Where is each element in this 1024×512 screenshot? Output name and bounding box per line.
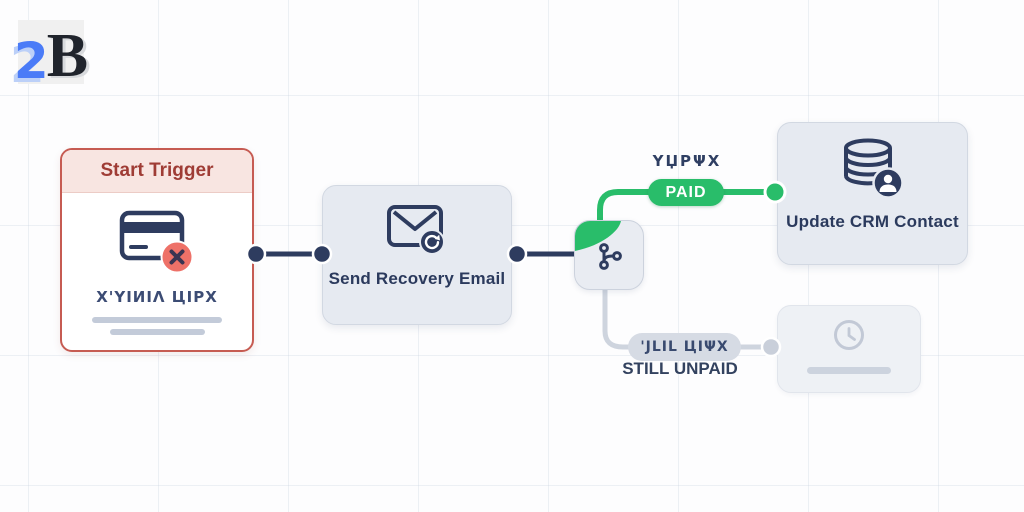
start-trigger-caption: Χ'ΥΙИΙΛ ЦΙΡΧ [96, 288, 218, 306]
placeholder-bar [807, 367, 891, 374]
start-trigger-node[interactable]: Start Trigger Χ'ΥΙИΙΛ ЦΙΡΧ [60, 148, 254, 352]
unpaid-pill[interactable]: 'JLIL ЦΙΨΧ [628, 333, 741, 361]
database-contact-icon [840, 137, 906, 206]
still-unpaid-label: STILL UNPAID [622, 359, 738, 378]
start-trigger-header: Start Trigger [62, 150, 252, 193]
start-trigger-title: Start Trigger [100, 160, 214, 181]
logo-numeral: 2 [13, 32, 49, 90]
edge-unpaid-branch [602, 284, 774, 350]
clock-icon [832, 318, 866, 357]
payment-failed-icon [118, 209, 196, 280]
placeholder-bar [109, 329, 205, 335]
update-crm-node[interactable]: Update CRM Contact [777, 122, 968, 265]
send-recovery-email-label: Send Recovery Email [328, 269, 506, 288]
wait-delay-node[interactable] [777, 305, 921, 393]
brand-logo: 2 B [14, 20, 88, 87]
unpaid-pill-text: 'JLIL ЦΙΨΧ [640, 339, 729, 355]
update-crm-label: Update CRM Contact [786, 212, 959, 231]
email-retry-icon [386, 202, 448, 261]
send-recovery-email-node[interactable]: Send Recovery Email [322, 185, 512, 325]
start-trigger-body: Χ'ΥΙИΙΛ ЦΙΡΧ [62, 193, 252, 350]
paid-pseudo-label: ΥЏΡΨΧ [652, 152, 722, 170]
branch-icon [593, 239, 627, 278]
logo-letter: B [46, 22, 89, 91]
placeholder-bar [92, 317, 222, 323]
paid-badge-text: PAID [665, 183, 707, 201]
branch-green-corner [575, 221, 621, 251]
branch-condition-node[interactable] [574, 220, 644, 290]
paid-badge[interactable]: PAID [648, 179, 724, 206]
edge-paid-branch [597, 189, 778, 229]
